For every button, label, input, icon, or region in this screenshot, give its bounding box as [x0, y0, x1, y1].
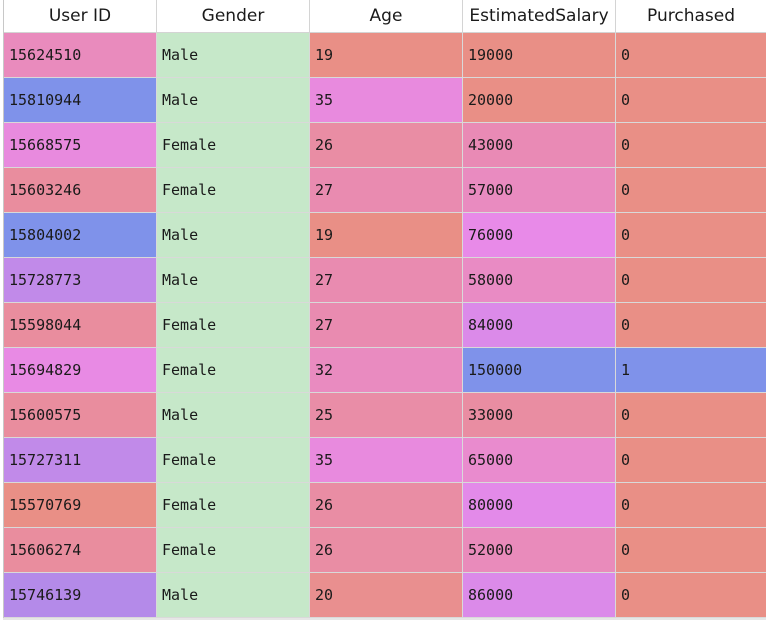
table-cell-user-id[interactable]: 15728773 [4, 258, 157, 303]
table-cell-age[interactable]: 26 [310, 483, 463, 528]
column-header-gender[interactable]: Gender [157, 0, 310, 32]
table-cell-estimated-salary[interactable]: 86000 [463, 573, 616, 618]
table-cell-purchased[interactable]: 0 [616, 483, 766, 528]
table-cell-estimated-salary[interactable]: 65000 [463, 438, 616, 483]
table-cell-age[interactable]: 27 [310, 303, 463, 348]
table-cell-estimated-salary[interactable]: 58000 [463, 258, 616, 303]
table-cell-age[interactable]: 19 [310, 33, 463, 78]
table-cell-gender[interactable]: Male [157, 258, 310, 303]
table-cell-gender[interactable]: Female [157, 168, 310, 213]
table-cell-purchased[interactable]: 0 [616, 33, 766, 78]
table-cell-purchased[interactable]: 0 [616, 528, 766, 573]
column-header-purchased[interactable]: Purchased [616, 0, 766, 32]
table-bottom-border [3, 618, 766, 620]
table-cell-estimated-salary[interactable]: 84000 [463, 303, 616, 348]
table-cell-gender[interactable]: Male [157, 573, 310, 618]
table-cell-user-id[interactable]: 15810944 [4, 78, 157, 123]
column-header-user-id[interactable]: User ID [4, 0, 157, 32]
table-cell-user-id[interactable]: 15600575 [4, 393, 157, 438]
table-cell-gender[interactable]: Female [157, 303, 310, 348]
table-cell-purchased[interactable]: 0 [616, 78, 766, 123]
table-cell-user-id[interactable]: 15624510 [4, 33, 157, 78]
table-cell-user-id[interactable]: 15727311 [4, 438, 157, 483]
table-cell-purchased[interactable]: 0 [616, 303, 766, 348]
table-cell-age[interactable]: 26 [310, 528, 463, 573]
table-cell-estimated-salary[interactable]: 52000 [463, 528, 616, 573]
table-cell-estimated-salary[interactable]: 19000 [463, 33, 616, 78]
table-cell-estimated-salary[interactable]: 33000 [463, 393, 616, 438]
table-cell-estimated-salary[interactable]: 57000 [463, 168, 616, 213]
data-table: User ID Gender Age EstimatedSalary Purch… [3, 0, 766, 620]
table-cell-age[interactable]: 26 [310, 123, 463, 168]
table-cell-user-id[interactable]: 15598044 [4, 303, 157, 348]
table-cell-age[interactable]: 27 [310, 168, 463, 213]
table-cell-user-id[interactable]: 15746139 [4, 573, 157, 618]
table-cell-gender[interactable]: Male [157, 393, 310, 438]
table-cell-purchased[interactable]: 0 [616, 123, 766, 168]
table-cell-gender[interactable]: Female [157, 438, 310, 483]
table-cell-purchased[interactable]: 0 [616, 168, 766, 213]
column-header-estimated-salary[interactable]: EstimatedSalary [463, 0, 616, 32]
table-cell-purchased[interactable]: 0 [616, 393, 766, 438]
table-cell-age[interactable]: 35 [310, 78, 463, 123]
table-cell-estimated-salary[interactable]: 20000 [463, 78, 616, 123]
table-cell-gender[interactable]: Female [157, 528, 310, 573]
table-cell-gender[interactable]: Male [157, 78, 310, 123]
table-cell-estimated-salary[interactable]: 43000 [463, 123, 616, 168]
table-cell-purchased[interactable]: 0 [616, 258, 766, 303]
table-cell-user-id[interactable]: 15694829 [4, 348, 157, 393]
table-cell-age[interactable]: 27 [310, 258, 463, 303]
table-cell-estimated-salary[interactable]: 80000 [463, 483, 616, 528]
table-cell-user-id[interactable]: 15668575 [4, 123, 157, 168]
table-cell-gender[interactable]: Female [157, 348, 310, 393]
table-cell-estimated-salary[interactable]: 76000 [463, 213, 616, 258]
table-cell-age[interactable]: 32 [310, 348, 463, 393]
table-cell-gender[interactable]: Female [157, 123, 310, 168]
table-cell-user-id[interactable]: 15804002 [4, 213, 157, 258]
table-cell-user-id[interactable]: 15606274 [4, 528, 157, 573]
table-cell-age[interactable]: 20 [310, 573, 463, 618]
column-header-age[interactable]: Age [310, 0, 463, 32]
table-cell-age[interactable]: 25 [310, 393, 463, 438]
table-cell-user-id[interactable]: 15603246 [4, 168, 157, 213]
table-cell-age[interactable]: 35 [310, 438, 463, 483]
table-cell-gender[interactable]: Male [157, 33, 310, 78]
table-cell-purchased[interactable]: 1 [616, 348, 766, 393]
table-header-row: User ID Gender Age EstimatedSalary Purch… [4, 0, 766, 33]
table-cell-purchased[interactable]: 0 [616, 573, 766, 618]
table-cell-gender[interactable]: Female [157, 483, 310, 528]
table-cell-age[interactable]: 19 [310, 213, 463, 258]
table-cell-gender[interactable]: Male [157, 213, 310, 258]
table-cell-purchased[interactable]: 0 [616, 438, 766, 483]
table-cell-user-id[interactable]: 15570769 [4, 483, 157, 528]
table-cell-purchased[interactable]: 0 [616, 213, 766, 258]
table-cell-estimated-salary[interactable]: 150000 [463, 348, 616, 393]
